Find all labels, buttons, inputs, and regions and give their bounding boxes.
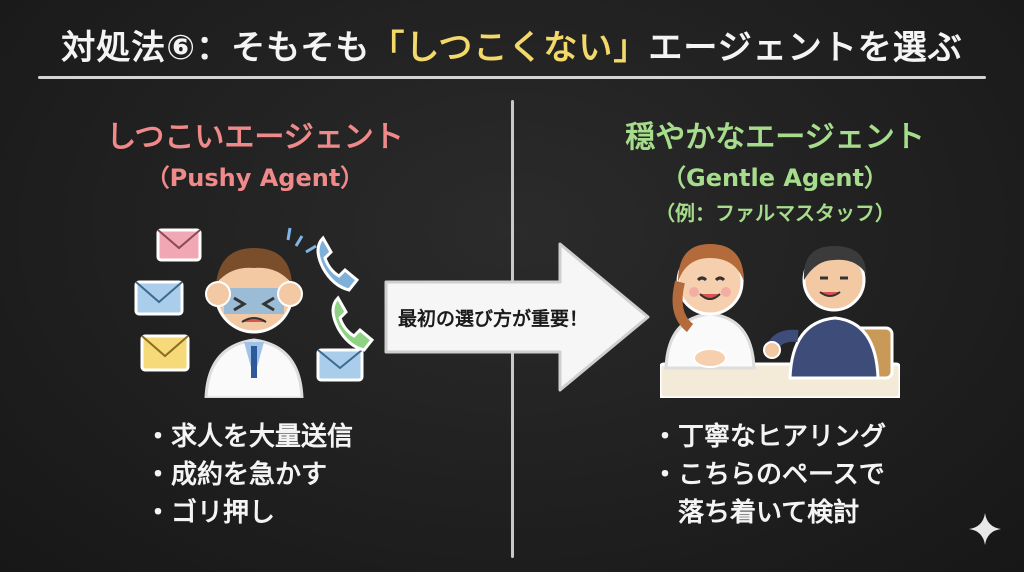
list-item: 落ち着いて検討 bbox=[652, 498, 860, 528]
right-example: （例：ファルマスタッフ） bbox=[655, 201, 895, 225]
left-bullet-list: ・求人を大量送信 ・成約を急かす ・ゴリ押し bbox=[145, 418, 353, 532]
phone-icon bbox=[331, 295, 375, 352]
right-heading: 穏やかなエージェント bbox=[625, 120, 925, 155]
title-prefix: 対処法⑥：そもそも bbox=[61, 28, 371, 68]
right-column-heading: 穏やかなエージェント （Gentle Agent） （例：ファルマスタッフ） bbox=[540, 118, 1010, 228]
list-item: ・こちらのペースで bbox=[652, 460, 885, 490]
stressed-doctor-icon bbox=[134, 227, 375, 398]
title-highlight: 「しつこくない」 bbox=[370, 28, 649, 68]
email-icon bbox=[156, 228, 202, 262]
email-icon bbox=[316, 348, 364, 382]
right-subheading: （Gentle Agent） bbox=[662, 164, 888, 192]
list-item: ・求人を大量送信 bbox=[145, 422, 354, 452]
title-suffix: エージェントを選ぶ bbox=[648, 28, 963, 68]
list-item: ・ゴリ押し bbox=[145, 498, 276, 528]
phone-icon bbox=[316, 235, 360, 292]
title-underline bbox=[38, 76, 986, 79]
list-item: ・丁寧なヒアリング bbox=[652, 422, 887, 452]
right-bullet-list: ・丁寧なヒアリング ・こちらのペースで 落ち着いて検討 bbox=[652, 418, 886, 532]
consultation-icon bbox=[660, 244, 900, 398]
arrow-label: 最初の選び方が重要！ bbox=[397, 308, 588, 330]
email-icon bbox=[134, 280, 184, 316]
left-heading: しつこいエージェント bbox=[106, 120, 404, 155]
sparkle-icon bbox=[969, 513, 1001, 545]
page-title: 対処法⑥：そもそも「しつこくない」エージェントを選ぶ bbox=[0, 20, 1024, 69]
email-icon bbox=[140, 334, 190, 372]
left-subheading: （Pushy Agent） bbox=[145, 164, 365, 192]
left-column-heading: しつこいエージェント （Pushy Agent） bbox=[20, 118, 490, 198]
arrow-right-icon bbox=[384, 242, 650, 392]
list-item: ・成約を急かす bbox=[145, 460, 328, 490]
